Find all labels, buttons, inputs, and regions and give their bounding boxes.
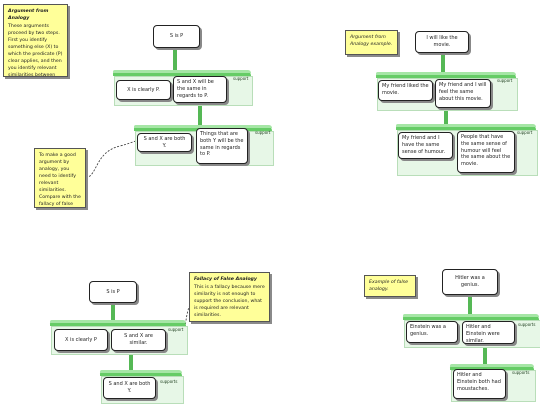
support-label: support <box>168 327 184 332</box>
conclusion-node[interactable]: S is P <box>153 25 200 48</box>
example-note: Argument from Analogy example. <box>345 30 398 55</box>
premise-node[interactable]: My friend and I have the same sense of h… <box>398 132 453 159</box>
support-band <box>403 314 539 320</box>
intro-note-text: These arguments proceed by two steps. Fi… <box>8 24 63 77</box>
premise-node[interactable]: Einstein was a genius. <box>406 321 458 343</box>
premise-node[interactable]: My friend and I will feel the same about… <box>435 79 491 108</box>
conclusion-node[interactable]: S is P <box>89 281 137 303</box>
support-band <box>113 70 251 76</box>
false-example-note-text: Example of false analogy. <box>369 280 408 293</box>
premise-node[interactable]: Things that are both Y will be the same … <box>196 128 248 164</box>
node-text: S and X will be the same in regards to P… <box>177 79 214 99</box>
node-text: My friend and I have the same sense of h… <box>402 135 446 155</box>
premise-node[interactable]: S and X are both Y. <box>103 377 156 399</box>
node-text: S is P <box>106 288 120 295</box>
support-band <box>100 370 182 376</box>
premise-node[interactable]: S and X are similar. <box>111 329 166 351</box>
intro-note-title: Argument from Analogy <box>8 9 49 22</box>
node-text: S and X are similar. <box>124 333 153 346</box>
node-text: Einstein was a genius. <box>410 324 446 337</box>
node-text: People that have the same sense of humou… <box>461 134 511 167</box>
support-band <box>396 124 536 130</box>
premise-node[interactable]: Hitler and Einstein both had moustaches. <box>453 369 506 399</box>
premise-node[interactable]: My friend liked the movie. <box>378 80 433 101</box>
conclusion-node[interactable]: I will like the movie. <box>415 31 469 53</box>
node-text: S and X are both Y. <box>108 381 151 394</box>
conclusion-node[interactable]: Hitler was a genius. <box>442 269 498 295</box>
node-text: X is clearly P. <box>127 86 160 93</box>
support-band <box>376 72 516 78</box>
node-text: X is clearly P <box>65 336 97 343</box>
support-label: support <box>255 130 271 135</box>
intro-note: Argument from Analogy These arguments pr… <box>3 4 68 77</box>
supports-label: supports <box>512 370 530 375</box>
note-link <box>85 140 137 179</box>
fallacy-note-title: Fallacy of False Analogy <box>194 277 257 282</box>
support-band <box>50 320 186 326</box>
premise-node[interactable]: X is clearly P. <box>116 80 171 100</box>
node-text: Hitler was a genius. <box>455 275 485 288</box>
premise-node[interactable]: People that have the same sense of humou… <box>457 131 515 173</box>
node-text: Things that are both Y will be the same … <box>200 131 244 158</box>
premise-node[interactable]: Hitler and Einstein were similar. <box>462 321 515 344</box>
supports-label: supports <box>518 322 536 327</box>
node-text: I will like the movie. <box>426 35 458 48</box>
support-label: support <box>497 78 513 83</box>
node-text: My friend liked the movie. <box>382 83 429 96</box>
node-text: S and X are both Y. <box>143 135 186 149</box>
good-argument-note-text: To make a good argument by analogy, you … <box>39 153 81 208</box>
node-text: S is P <box>169 33 184 40</box>
fallacy-note-text: This is a fallacy because mere similarit… <box>194 285 265 319</box>
node-text: Hitler and Einstein were similar. <box>466 324 500 344</box>
premise-node[interactable]: S and X will be the same in regards to P… <box>173 76 227 103</box>
support-label: support <box>517 130 533 135</box>
example-note-text: Argument from Analogy example. <box>350 35 393 48</box>
node-text: My friend and I will feel the same about… <box>439 82 487 102</box>
node-text: Hitler and Einstein both had moustaches. <box>457 372 501 392</box>
support-band <box>450 364 534 370</box>
false-example-note: Example of false analogy. <box>364 275 416 297</box>
support-label: support <box>233 76 249 81</box>
good-argument-note: To make a good argument by analogy, you … <box>34 148 86 208</box>
fallacy-note: Fallacy of False Analogy This is a falla… <box>189 272 270 322</box>
premise-node[interactable]: X is clearly P <box>54 329 108 351</box>
supports-label: supports <box>160 379 178 384</box>
premise-node[interactable]: S and X are both Y. <box>137 133 192 152</box>
